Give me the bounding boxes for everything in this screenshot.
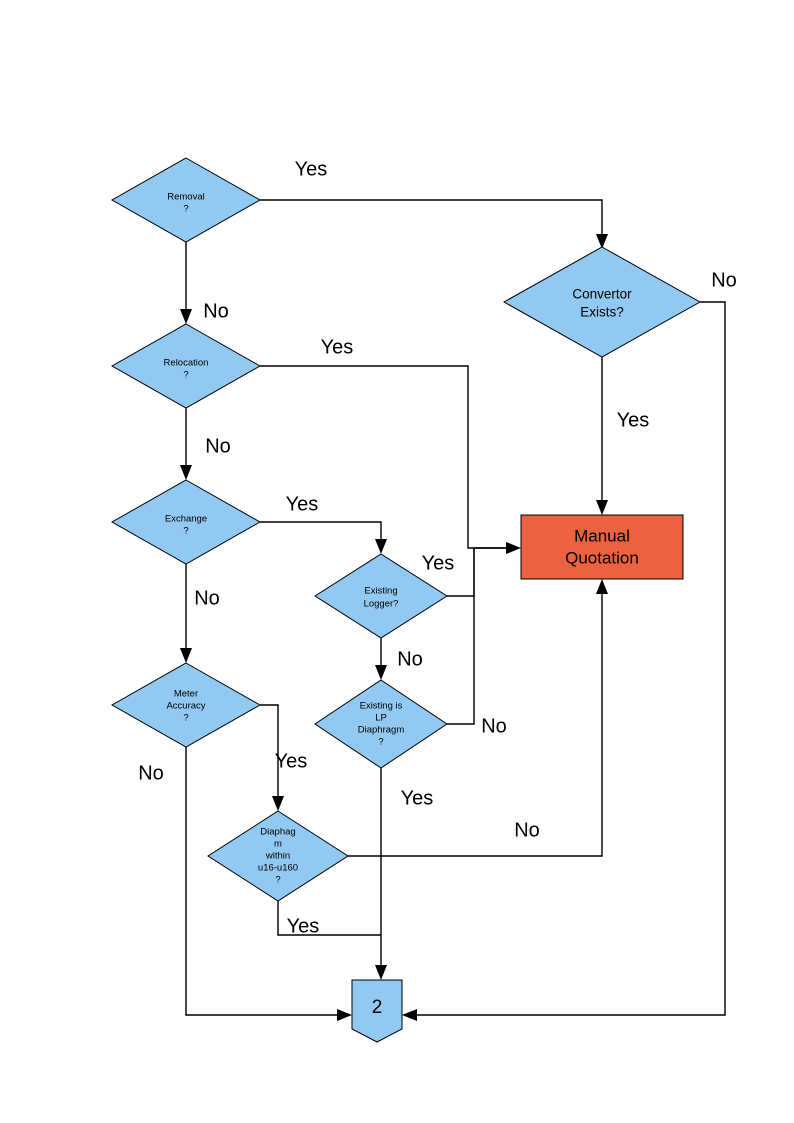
edge-existing-logger-yes <box>447 547 511 597</box>
node-convertor-exists-line-0: Convertor <box>572 287 632 302</box>
edge-removal-yes <box>260 199 608 249</box>
edge-relocation-yes <box>260 365 521 554</box>
node-convertor-exists[interactable]: Convertor Exists? <box>502 246 702 358</box>
edge-label-convertor-no-return: No <box>514 819 540 841</box>
node-existing-logger-line-1: Logger? <box>364 599 399 610</box>
edge-convertor-no <box>402 301 726 1021</box>
node-diaphragm-range-line-0: Diaphag <box>260 827 295 838</box>
node-existing-lp-line-3: ? <box>378 737 383 748</box>
edge-label-existing-lp-no: No <box>481 715 507 737</box>
node-existing-lp-line-2: Diaphragm <box>358 725 405 736</box>
node-existing-logger-line-0: Existing <box>364 586 397 597</box>
arrow-head-icon <box>180 465 192 480</box>
node-convertor-exists-line-1: Exists? <box>580 305 624 320</box>
decision-diamond-shape[interactable] <box>110 157 262 243</box>
node-meter-accuracy-line-1: Accuracy <box>166 701 205 712</box>
node-existing-lp-line-0: Existing is <box>360 701 403 712</box>
edge-label-diaphragm-range-yes: Yes <box>287 915 320 937</box>
node-relocation-line-0: Relocation <box>164 358 209 369</box>
edge-exchange-yes <box>260 521 387 554</box>
node-diaphragm-range-line-3: u16-u160 <box>258 863 298 874</box>
edge-label-relocation-yes: Yes <box>321 336 354 358</box>
node-removal[interactable]: Removal ? <box>110 157 262 243</box>
node-relocation[interactable]: Relocation ? <box>110 323 262 409</box>
edge-label-convertor-no: No <box>711 269 737 291</box>
edge-label-meter-accuracy-yes: Yes <box>275 750 308 772</box>
edge-label-exchange-yes: Yes <box>286 493 319 515</box>
edge-label-existing-logger-no: No <box>397 648 423 670</box>
arrow-head-icon <box>375 539 387 554</box>
edge-layer <box>180 199 726 1021</box>
node-exchange-line-0: Exchange <box>165 514 207 525</box>
node-manual-quotation-line-1: Quotation <box>565 548 639 567</box>
node-meter-accuracy[interactable]: Meter Accuracy ? <box>110 662 262 748</box>
arrow-head-icon <box>596 579 608 594</box>
node-existing-lp-diaphragm[interactable]: Existing is LP Diaphragm ? <box>314 679 448 769</box>
edge-label-existing-lp-yes: Yes <box>401 787 434 809</box>
node-exchange[interactable]: Exchange ? <box>110 479 262 565</box>
edge-label-meter-accuracy-no: No <box>138 762 164 784</box>
node-layer: Removal ? Relocation ? Exchange ? Meter … <box>110 157 702 1043</box>
edge-label-exchange-no: No <box>194 587 220 609</box>
edge-diaphragm-range-yes <box>277 901 381 936</box>
arrow-head-icon <box>596 234 608 249</box>
edge-label-existing-logger-yes: Yes <box>422 552 455 574</box>
arrow-head-icon <box>337 1009 352 1021</box>
node-diaphragm-range-line-2: within <box>265 851 290 862</box>
edge-exchange-no <box>180 564 192 663</box>
decision-diamond-shape[interactable] <box>314 679 448 769</box>
arrow-head-icon <box>596 500 608 515</box>
edge-existing-logger-no <box>375 638 387 680</box>
edge-existing-lp-yes <box>375 768 387 980</box>
node-diaphragm-range-line-1: m <box>274 839 282 850</box>
edge-label-removal-no: No <box>203 300 229 322</box>
node-removal-line-1: ? <box>183 204 188 215</box>
arrow-head-icon <box>180 309 192 324</box>
edge-existing-lp-no <box>447 548 475 725</box>
decision-diamond-shape[interactable] <box>314 553 448 639</box>
node-exchange-line-1: ? <box>183 526 188 537</box>
decision-diamond-shape[interactable] <box>502 246 702 358</box>
arrow-head-icon <box>272 796 284 811</box>
edge-convertor-yes <box>596 357 608 515</box>
edge-convertor-no-return <box>348 579 608 857</box>
edge-meter-accuracy-yes <box>260 704 284 811</box>
arrow-head-icon <box>506 542 521 554</box>
node-manual-quotation[interactable]: Manual Quotation <box>520 514 684 580</box>
node-existing-lp-line-1: LP <box>375 713 387 724</box>
arrow-head-icon <box>402 1009 417 1021</box>
decision-diamond-shape[interactable] <box>207 810 349 902</box>
decision-diamond-shape[interactable] <box>110 662 262 748</box>
node-diaphragm-range[interactable]: Diaphag m within u16-u160 ? <box>207 810 349 902</box>
node-connector-2-label: 2 <box>372 997 383 1018</box>
decision-diamond-shape[interactable] <box>110 479 262 565</box>
edge-label-relocation-no: No <box>205 435 231 457</box>
decision-diamond-shape[interactable] <box>110 323 262 409</box>
node-manual-quotation-line-0: Manual <box>574 526 630 545</box>
process-rect-shape[interactable] <box>520 514 684 580</box>
node-meter-accuracy-line-2: ? <box>183 713 188 724</box>
arrow-head-icon <box>375 665 387 680</box>
node-removal-line-0: Removal <box>167 192 205 203</box>
arrow-head-icon <box>180 648 192 663</box>
edge-removal-no <box>180 242 192 324</box>
node-relocation-line-1: ? <box>183 370 188 381</box>
node-connector-2[interactable]: 2 <box>351 979 403 1043</box>
edge-relocation-no <box>180 408 192 480</box>
edge-label-layer: Yes No Yes No Yes No No Yes Yes No No Ye… <box>138 158 737 937</box>
edge-label-removal-yes: Yes <box>295 158 328 180</box>
node-existing-logger[interactable]: Existing Logger? <box>314 553 448 639</box>
edge-meter-accuracy-no <box>185 747 352 1021</box>
node-meter-accuracy-line-0: Meter <box>174 689 198 700</box>
arrow-head-icon <box>375 965 387 980</box>
off-page-connector-shape[interactable] <box>351 979 403 1043</box>
node-diaphragm-range-line-4: ? <box>275 875 280 886</box>
edge-label-convertor-yes: Yes <box>617 409 650 431</box>
